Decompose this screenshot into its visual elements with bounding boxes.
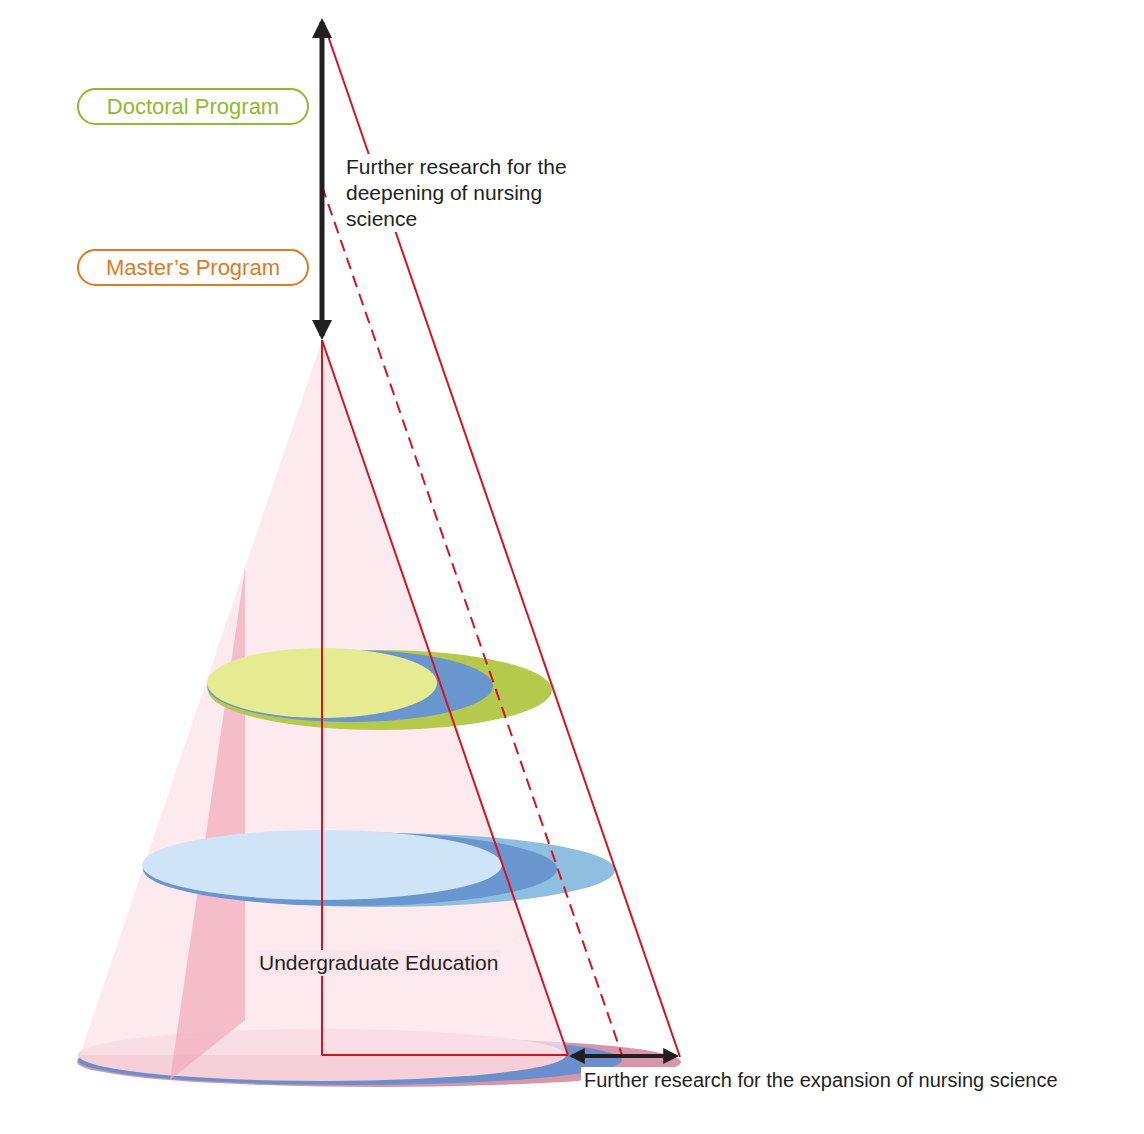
research-note: Further research for the deepening of nu… xyxy=(343,154,571,232)
red-dashed-slant xyxy=(322,186,622,1055)
program-pill: Master’s Program xyxy=(77,249,309,286)
research-note: Further research for the expansion of nu… xyxy=(581,1067,1061,1093)
cone-body xyxy=(80,340,568,1055)
red-slant xyxy=(322,340,568,1055)
red-axis xyxy=(321,340,323,1055)
red-radius xyxy=(322,1054,568,1056)
depth-arrow xyxy=(320,22,325,336)
cone-inner-plane xyxy=(170,568,245,1080)
program-pill: Doctoral Program xyxy=(77,88,309,125)
region-label: Undergraduate Education xyxy=(256,950,501,976)
program-name: Doctoral Program xyxy=(107,94,279,120)
red-outer-slant xyxy=(326,30,680,1057)
expansion-arrow xyxy=(572,1054,676,1058)
program-name: Master’s Program xyxy=(106,255,280,281)
